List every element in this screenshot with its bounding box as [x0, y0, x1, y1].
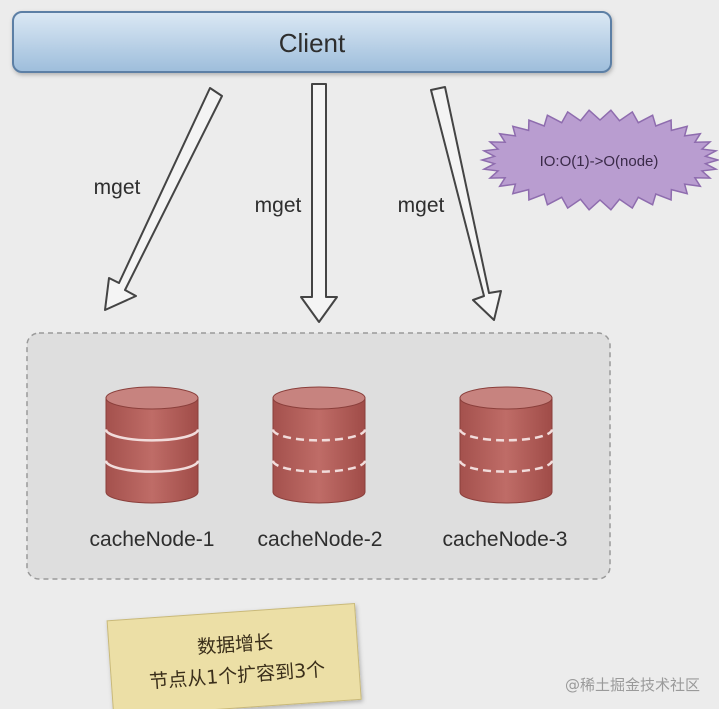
cylinder-body: [272, 397, 366, 504]
cache-node-2-cylinder: [271, 386, 367, 504]
cache-node-3-cylinder: [458, 386, 554, 504]
cache-node-1-cylinder: [104, 386, 200, 504]
client-box: Client: [12, 11, 612, 73]
arrow-to-node-2: [300, 83, 338, 323]
arrow-to-node-3: [430, 86, 502, 321]
cylinder-band: [271, 460, 367, 473]
cylinder-body: [105, 397, 199, 504]
complexity-badge-text: IO:O(1)->O(node): [540, 153, 659, 170]
complexity-badge: IO:O(1)->O(node): [479, 109, 719, 211]
cache-node-1-label: cacheNode-1: [90, 528, 215, 551]
cylinder-band: [271, 429, 367, 442]
cylinder-top: [272, 386, 366, 410]
cylinder-band: [458, 460, 554, 473]
watermark: @稀土掘金技术社区: [565, 676, 700, 694]
client-label: Client: [279, 28, 346, 58]
growth-note-line1: 数据增长: [196, 631, 273, 658]
cylinder-top: [105, 386, 199, 410]
cylinder-body: [459, 397, 553, 504]
arrow-label-2: mget: [255, 194, 302, 217]
cache-node-3-label: cacheNode-3: [443, 528, 568, 551]
cache-node-2-label: cacheNode-2: [258, 528, 383, 551]
cylinder-band: [104, 429, 200, 442]
growth-note: 数据增长 节点从1个扩容到3个: [106, 602, 362, 709]
cylinder-band: [104, 460, 200, 473]
cylinder-top: [459, 386, 553, 410]
arrow-label-3: mget: [398, 194, 445, 217]
arrow-to-node-1: [104, 87, 223, 311]
arrow-label-1: mget: [94, 176, 141, 199]
cylinder-band: [458, 429, 554, 442]
